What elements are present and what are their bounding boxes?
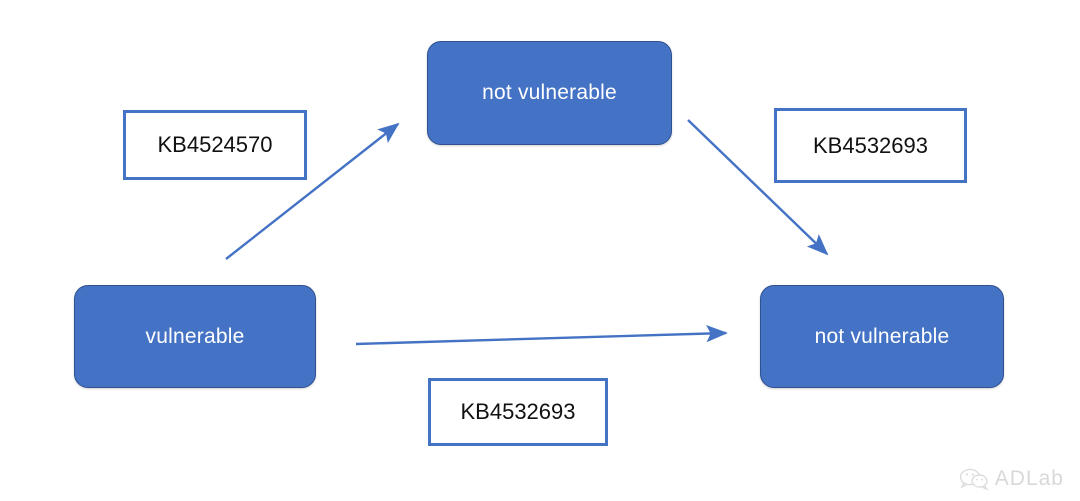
kb-label-text: KB4524570	[157, 132, 273, 157]
node-label: not vulnerable	[814, 324, 950, 348]
kb-label-box-right[interactable]: KB4532693	[774, 108, 967, 183]
kb-label-text: KB4532693	[460, 399, 576, 424]
watermark-text: ADLab	[994, 467, 1064, 490]
wechat-icon	[959, 467, 989, 491]
node-label: not vulnerable	[482, 81, 617, 104]
node-vulnerable[interactable]: vulnerable	[74, 285, 316, 388]
node-not-vulnerable-right[interactable]: not vulnerable	[760, 285, 1004, 388]
kb-label-text: KB4532693	[813, 132, 928, 158]
node-not-vulnerable-top[interactable]: not vulnerable	[427, 41, 672, 145]
node-label: vulnerable	[145, 324, 245, 348]
kb-label-box-left[interactable]: KB4524570	[123, 110, 307, 180]
watermark: ADLab	[959, 467, 1064, 491]
arrow-vulnerable-to-not-vulnerable-right	[355, 324, 728, 346]
kb-label-box-bottom[interactable]: KB4532693	[428, 378, 608, 446]
